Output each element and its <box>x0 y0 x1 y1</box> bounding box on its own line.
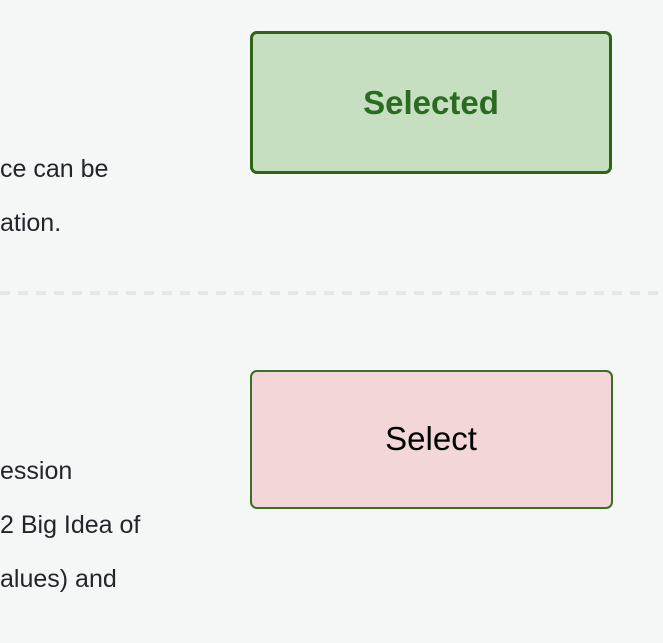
description-line: alues) and <box>0 564 117 593</box>
description-line: 2 Big Idea of <box>0 510 141 539</box>
option-row-selected: ce can be ation. Selected <box>0 0 663 291</box>
select-button-cell: Select <box>245 369 663 570</box>
dashed-divider <box>0 291 663 295</box>
description-line: ce can be <box>0 154 109 183</box>
option-description-selected: ce can be ation. <box>0 142 245 250</box>
selected-button[interactable]: Selected <box>250 31 612 174</box>
selected-button-cell: Selected <box>245 31 663 260</box>
description-line: ession <box>0 456 73 485</box>
option-description-unchosen: ession 2 Big Idea of alues) and <box>0 444 245 606</box>
description-line: ation. <box>0 208 62 237</box>
option-row-unchosen: ession 2 Big Idea of alues) and Select <box>0 296 663 643</box>
select-button[interactable]: Select <box>249 369 613 509</box>
